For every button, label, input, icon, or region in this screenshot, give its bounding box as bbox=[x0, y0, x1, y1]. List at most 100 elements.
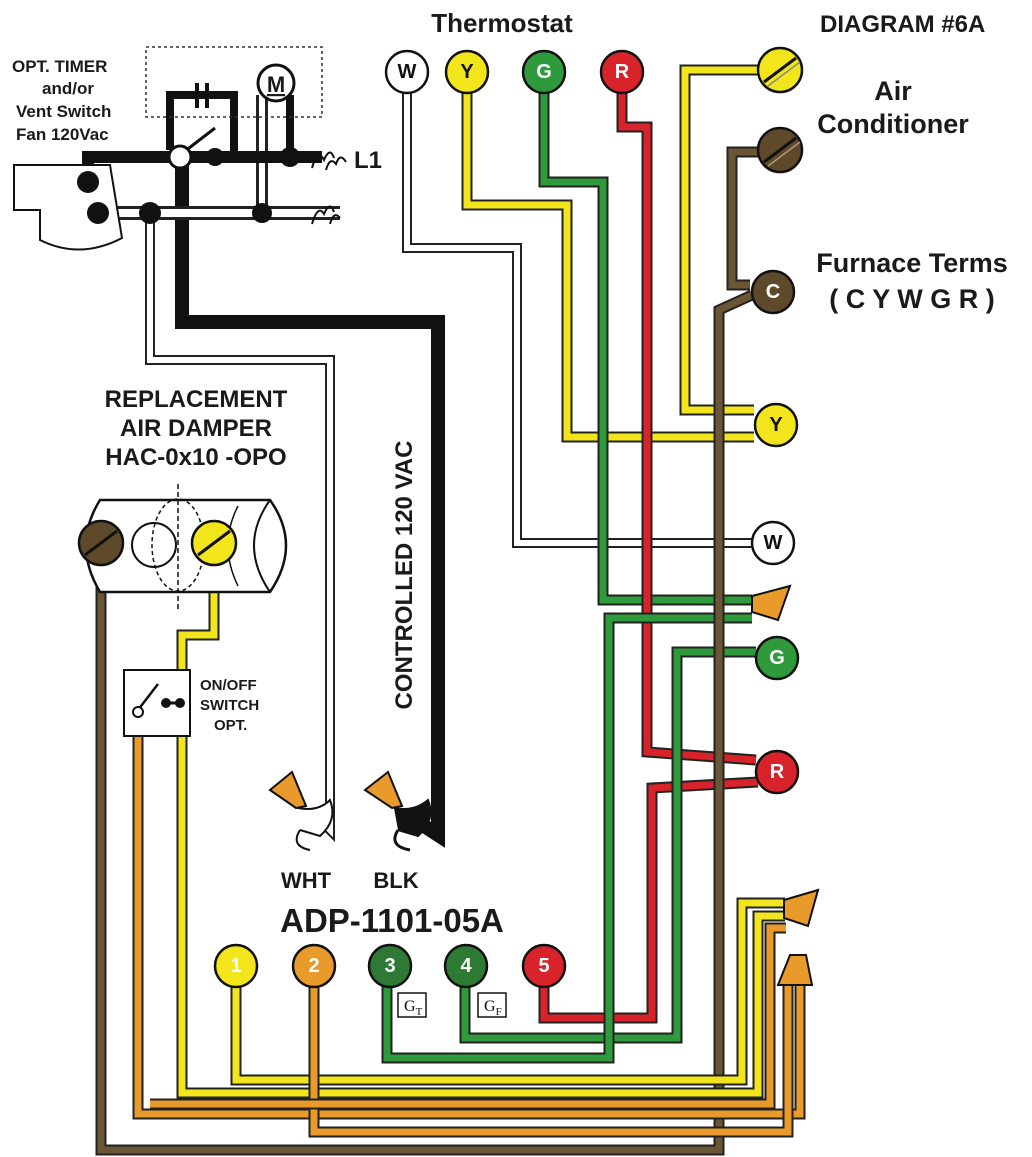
svg-text:R: R bbox=[770, 761, 785, 783]
wire-controlled-black bbox=[175, 165, 445, 848]
thermostat-terminal-w: W bbox=[384, 49, 430, 95]
node-hot-2 bbox=[280, 147, 300, 167]
timer-dashed-box bbox=[145, 46, 323, 118]
timer-section: M OPT. TIMER and/or Vent Switch Fan 120V… bbox=[12, 46, 382, 251]
onoff-switch: ON/OFF SWITCH OPT. bbox=[123, 669, 259, 737]
damper-label-line1: REPLACEMENT bbox=[105, 386, 288, 413]
furnace-wire-nut-icon bbox=[751, 584, 792, 622]
blk-lead-icon bbox=[363, 770, 432, 852]
module-terminal-2: 2 bbox=[291, 943, 337, 989]
damper-brown-screw-icon bbox=[77, 519, 125, 567]
svg-text:Y: Y bbox=[769, 414, 783, 436]
wires bbox=[78, 64, 806, 1156]
motor-icon bbox=[256, 63, 296, 103]
thermostat-terminals: W Y G R bbox=[384, 49, 645, 95]
furnace-terminal-c: C bbox=[750, 269, 796, 315]
module-section: ADP-1101-05A 1 2 3 4 5 GT bbox=[213, 902, 567, 1018]
module-terminal-1: 1 bbox=[213, 943, 259, 989]
wire-thermostat-g bbox=[538, 92, 752, 606]
wire-module-5 bbox=[538, 776, 759, 1024]
furnace-terminal-w: W bbox=[750, 520, 796, 566]
controlled-120vac-label: CONTROLLED 120 VAC bbox=[391, 441, 418, 710]
timer-label-line4: Fan 120Vac bbox=[16, 125, 109, 144]
timer-contact-icon bbox=[195, 83, 209, 108]
damper-section: REPLACEMENT AIR DAMPER HAC-0x10 -OPO bbox=[77, 386, 288, 612]
air-conditioner: Air Conditioner bbox=[756, 46, 969, 174]
module-terminal-3: 3 bbox=[367, 943, 413, 989]
damper-label-line3: HAC-0x10 -OPO bbox=[105, 444, 286, 471]
svg-text:W: W bbox=[398, 61, 417, 83]
svg-text:W: W bbox=[764, 532, 783, 554]
switch-label-line3: OPT. bbox=[214, 717, 247, 734]
thermostat-terminal-r: R bbox=[599, 49, 645, 95]
furnace-terminal-y: Y bbox=[753, 402, 799, 448]
motor-label: M bbox=[267, 72, 285, 97]
svg-text:GT: GT bbox=[404, 998, 423, 1018]
wire-thermostat-r bbox=[616, 92, 757, 766]
node-neutral-2 bbox=[252, 203, 272, 223]
tag-gf: GF bbox=[477, 992, 507, 1018]
svg-text:5: 5 bbox=[538, 955, 549, 977]
switch-label-line1: ON/OFF bbox=[200, 677, 257, 694]
break-mark-neutral bbox=[311, 205, 341, 225]
wire-nut-orange bbox=[150, 922, 786, 1110]
wire-damper-brown bbox=[95, 289, 755, 1156]
furnace-label-line1: Furnace Terms bbox=[816, 248, 1008, 278]
damper-body-icon bbox=[84, 484, 288, 612]
furnace-label-line2: ( C Y W G R ) bbox=[829, 284, 995, 314]
wire-ac-brown bbox=[726, 146, 760, 291]
diagram-id: DIAGRAM #6A bbox=[820, 11, 985, 38]
timer-label-line1: OPT. TIMER bbox=[12, 57, 107, 76]
break-mark-l1 bbox=[311, 151, 347, 171]
wire-nut-orange-icon bbox=[776, 954, 814, 986]
damper-yellow-screw-icon bbox=[190, 519, 238, 567]
module-title: ADP-1101-05A bbox=[280, 902, 504, 939]
svg-text:2: 2 bbox=[308, 955, 319, 977]
wire-damper-yellow bbox=[176, 560, 785, 1099]
thermostat-terminal-y: Y bbox=[444, 49, 490, 95]
wire-module-4 bbox=[459, 646, 756, 1044]
furnace-terminals: Furnace Terms ( C Y W G R ) C Y W G R bbox=[750, 248, 1008, 795]
wht-label: WHT bbox=[281, 868, 332, 893]
svg-text:1: 1 bbox=[230, 955, 241, 977]
wire-thermostat-y bbox=[461, 92, 754, 443]
svg-text:G: G bbox=[769, 647, 785, 669]
thermostat-title: Thermostat bbox=[431, 8, 573, 38]
svg-text:GF: GF bbox=[484, 998, 502, 1018]
blk-label: BLK bbox=[373, 868, 418, 893]
wire-nut-yellow-icon bbox=[783, 888, 820, 928]
node-fan-neutral bbox=[87, 202, 109, 224]
svg-text:R: R bbox=[615, 61, 630, 83]
wire-module-1 bbox=[230, 897, 785, 1086]
wire-thermostat-w bbox=[402, 92, 752, 548]
svg-text:3: 3 bbox=[384, 955, 395, 977]
svg-text:G: G bbox=[536, 61, 552, 83]
node-fan-hot bbox=[77, 171, 99, 193]
timer-label-line2: and/or bbox=[42, 79, 94, 98]
ac-yellow-screw-icon bbox=[756, 46, 804, 94]
wht-lead-icon bbox=[268, 770, 334, 851]
module-terminal-4: 4 bbox=[443, 943, 489, 989]
module-terminal-5: 5 bbox=[521, 943, 567, 989]
ac-label-line2: Conditioner bbox=[817, 109, 969, 139]
wire-module-3 bbox=[381, 612, 752, 1064]
switch-label-line2: SWITCH bbox=[200, 697, 259, 714]
furnace-terminal-r: R bbox=[754, 749, 800, 795]
tag-gt: GT bbox=[397, 992, 427, 1018]
timer-label-line3: Vent Switch bbox=[16, 102, 111, 121]
thermostat-terminal-g: G bbox=[521, 49, 567, 95]
l1-label: L1 bbox=[354, 147, 382, 174]
vent-switch-pivot bbox=[167, 144, 193, 170]
ac-label-line1: Air bbox=[874, 76, 912, 106]
wire-module-2 bbox=[308, 985, 794, 1138]
furnace-terminal-g: G bbox=[754, 635, 800, 681]
node-hot-1 bbox=[206, 148, 224, 166]
svg-text:Y: Y bbox=[460, 61, 474, 83]
damper-label-line2: AIR DAMPER bbox=[120, 415, 272, 442]
wire-switch-orange bbox=[132, 712, 806, 1120]
svg-text:C: C bbox=[766, 281, 780, 303]
ac-brown-screw-icon bbox=[756, 126, 804, 174]
node-neutral-1 bbox=[139, 202, 161, 224]
svg-text:4: 4 bbox=[460, 955, 472, 977]
